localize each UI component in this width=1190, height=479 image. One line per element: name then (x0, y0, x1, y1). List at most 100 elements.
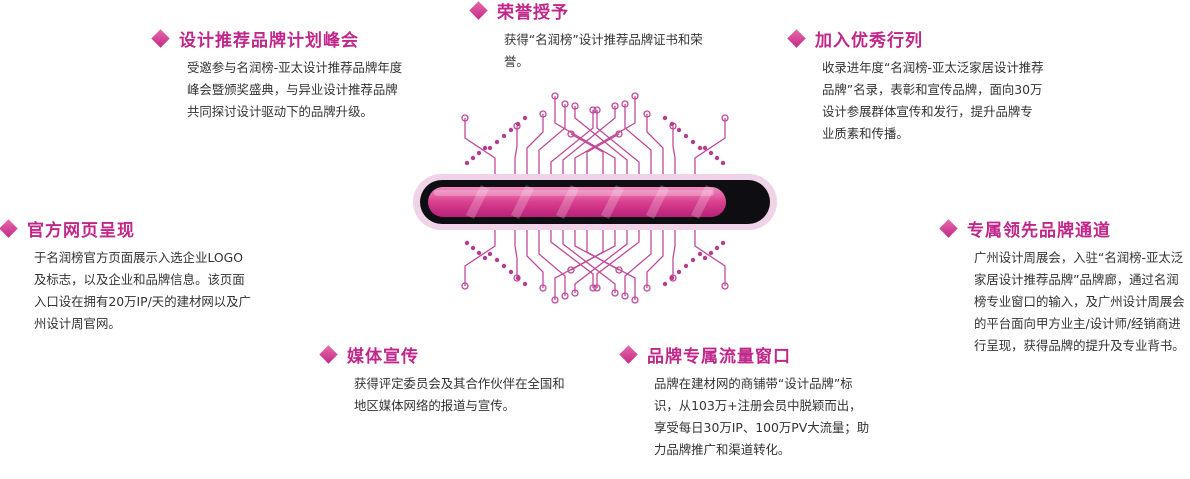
circuit-dot (676, 269, 682, 275)
circuit-trace (464, 224, 496, 286)
feature-summit-text: 受邀参与名润榜-亚太设计推荐品牌年度峰会暨颁奖盛典，与异业设计推荐品牌共同探讨设… (187, 60, 403, 119)
feature-ranking: 加入优秀行列 收录进年度“名润榜-亚太泛家居设计推荐品牌”名录，表彰和宣传品牌，… (786, 25, 1056, 145)
circuit-node (571, 102, 579, 110)
feature-media-title: 媒体宣传 (347, 346, 419, 367)
circuit-dot (690, 257, 696, 263)
circuit-node (561, 292, 569, 300)
circuit-trace (574, 224, 628, 293)
circuit-node (615, 266, 623, 274)
diamond-bullet-icon (939, 218, 958, 238)
feature-summit-header: 设计推荐品牌计划峰会 (150, 25, 410, 51)
circuit-trace (574, 96, 636, 180)
circuit-dot (708, 250, 714, 256)
feature-channel-header: 专属领先品牌通道 (938, 215, 1188, 241)
circuit-dot (708, 150, 714, 156)
circuit-trace (550, 110, 594, 180)
feature-channel-text: 广州设计周展会，入驻“名润榜-亚太泛家居设计推荐品牌”品牌廊，通过名润榜专业窗口… (974, 250, 1185, 353)
feature-honor-header: 荣誉授予 (468, 0, 728, 23)
circuit-trace (694, 224, 726, 286)
circuit-trace (596, 224, 640, 288)
bar-fill (428, 187, 726, 217)
feature-ranking-text: 收录进年度“名润榜-亚太泛家居设计推荐品牌”名录，表彰和宣传品牌，面向30万设计… (822, 60, 1044, 141)
circuit-trace (538, 224, 566, 296)
circuit-dot (522, 281, 528, 287)
circuit-trace (694, 118, 726, 180)
feature-media: 媒体宣传 获得评定委员会及其合作伙伴在全国和地区媒体网络的报道与宣传。 (318, 341, 578, 417)
feature-traffic-title: 品牌专属流量窗口 (647, 346, 791, 367)
diamond-bullet-icon (319, 344, 338, 364)
circuit-trace (562, 224, 616, 293)
circuit-dot (482, 145, 488, 151)
circuit-trace (570, 224, 604, 271)
circuit-dot (683, 263, 689, 269)
circuit-dot (501, 263, 507, 269)
circuit-dot (464, 160, 470, 166)
circuit-node (461, 114, 469, 122)
circuit-dot (702, 145, 708, 151)
circuit-dot (697, 145, 703, 151)
circuit-node (721, 282, 729, 290)
circuit-dot (515, 121, 521, 127)
circuit-trace (464, 118, 496, 180)
circuit-trace (574, 106, 628, 180)
circuit-node (589, 106, 597, 114)
feature-media-text: 获得评定委员会及其合作伙伴在全国和地区媒体网络的报道与宣传。 (354, 376, 565, 413)
circuit-node (567, 266, 575, 274)
circuit-trace (526, 114, 544, 180)
circuit-node (539, 110, 547, 118)
circuit-node (593, 284, 601, 292)
circuit-dot (501, 133, 507, 139)
circuit-node (611, 289, 619, 297)
feature-honor-title: 荣誉授予 (497, 2, 569, 23)
circuit-dot (714, 245, 720, 251)
circuit-dot (683, 133, 689, 139)
feature-website-title: 官方网页呈现 (27, 220, 135, 241)
circuit-dot (494, 139, 500, 145)
circuit-node (643, 284, 651, 292)
circuit-trace (514, 126, 518, 180)
circuit-dot (476, 150, 482, 156)
circuit-dot (487, 251, 493, 257)
circuit-dot (669, 121, 675, 127)
feature-website-header: 官方网页呈现 (0, 215, 258, 241)
circuit-dot (702, 255, 708, 261)
circuit-node (611, 102, 619, 110)
circuit-dot (720, 240, 726, 246)
diamond-bullet-icon (619, 344, 638, 364)
circuit-trace (586, 224, 620, 271)
feature-website: 官方网页呈现 于名润榜官方页面展示入选企业LOGO及标志，以及企业和品牌信息。该… (0, 215, 258, 335)
circuit-trace (624, 224, 652, 296)
feature-summit-title: 设计推荐品牌计划峰会 (179, 30, 359, 51)
circuit-node (589, 284, 597, 292)
circuit-node (567, 130, 575, 138)
circuit-trace (562, 106, 616, 180)
diamond-bullet-icon (0, 218, 18, 238)
circuit-dot (690, 139, 696, 145)
circuit-trace (570, 133, 604, 180)
circuit-dot (662, 115, 668, 121)
circuit-trace (672, 224, 676, 278)
feature-honor: 荣誉授予 获得“名润榜”设计推荐品牌证书和荣誉。 (468, 0, 728, 73)
circuit-node (631, 92, 639, 100)
feature-media-header: 媒体宣传 (318, 341, 578, 367)
feature-summit: 设计推荐品牌计划峰会 受邀参与名润榜-亚太设计推荐品牌年度峰会暨颁奖盛典，与异业… (150, 25, 410, 123)
diamond-bullet-icon (151, 28, 170, 48)
feature-ranking-header: 加入优秀行列 (786, 25, 1056, 51)
circuit-trace (646, 114, 664, 180)
circuit-dot (470, 245, 476, 251)
circuit-node (643, 110, 651, 118)
circuit-trace (526, 224, 544, 288)
circuit-node (551, 296, 559, 304)
bar-highlight (434, 190, 714, 196)
feature-traffic: 品牌专属流量窗口 品牌在建材网的商铺带“设计品牌”标识，从103万+注册会员中脱… (618, 341, 878, 461)
circuit-lines (464, 96, 726, 300)
circuit-dot (470, 155, 476, 161)
circuit-dot (464, 240, 470, 246)
feature-traffic-header: 品牌专属流量窗口 (618, 341, 878, 367)
circuit-dot (697, 251, 703, 257)
feature-traffic-text: 品牌在建材网的商铺带“设计品牌”标识，从103万+注册会员中脱颖而出，享受每日3… (654, 376, 870, 457)
circuit-dot (515, 275, 521, 281)
circuit-dot (508, 269, 514, 275)
circuit-trace (554, 96, 616, 180)
feature-website-text: 于名润榜官方页面展示入选企业LOGO及标志，以及企业和品牌信息。该页面入口设在拥… (34, 250, 251, 331)
